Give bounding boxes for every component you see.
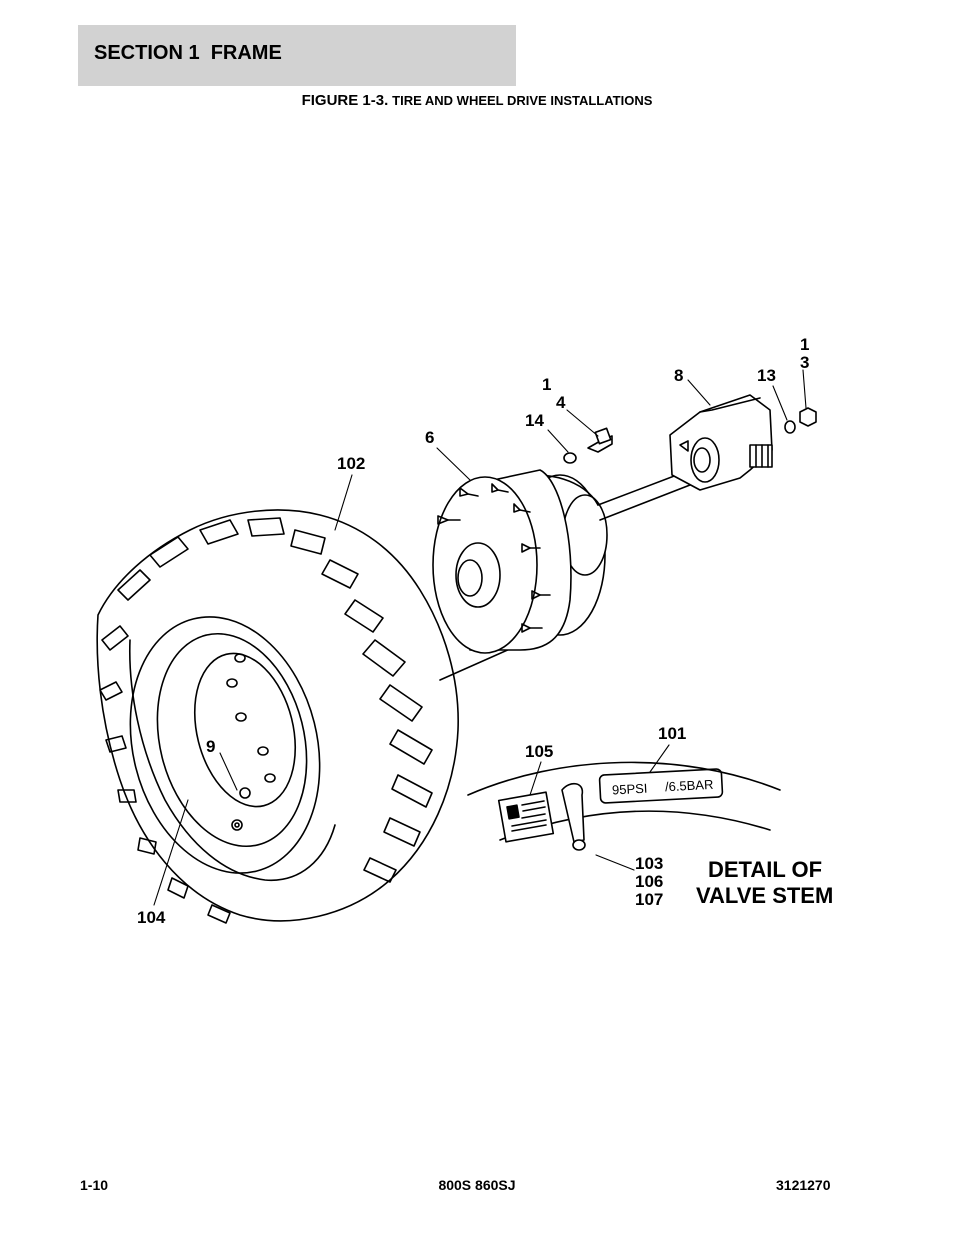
washer-nut-part [784,407,817,434]
callout-107: 107 [635,890,663,909]
figure-title: TIRE AND WHEEL DRIVE INSTALLATIONS [392,93,653,108]
callout-3: 3 [800,353,809,372]
section-title: SECTION 1 FRAME [94,42,282,64]
rim-stamp-psi: 95PSI [612,781,648,798]
figure-caption: FIGURE 1-3. TIRE AND WHEEL DRIVE INSTALL… [0,92,954,109]
callout-1-top: 1 [800,335,809,354]
callout-13: 13 [757,366,776,385]
callout-6: 6 [425,428,434,447]
callout-9: 9 [206,737,215,756]
callout-14: 14 [525,411,544,430]
valve-stem-detail [467,761,781,851]
detail-label-line1: DETAIL OF [708,857,822,882]
callout-8: 8 [674,366,683,385]
callout-106: 106 [635,872,663,891]
tire-illustration [96,509,459,924]
footer-model: 800S 860SJ [438,1177,516,1193]
figure-number: FIGURE 1-3. [301,92,389,109]
callout-105: 105 [525,742,553,761]
callout-102: 102 [337,454,365,473]
footer-page-number: 1-10 [80,1177,109,1193]
callout-1: 1 [542,375,551,394]
bolt-part [563,427,613,464]
detail-label-line2: VALVE STEM [696,883,833,908]
section-header: SECTION 1 FRAME [78,25,516,86]
wheel-drive-hub [432,469,691,654]
hydraulic-motor [669,394,773,491]
rim-stamp-bar: /6.5BAR [665,777,714,795]
callout-4: 4 [556,393,566,412]
callout-103: 103 [635,854,663,873]
footer-doc-number: 3121270 [776,1177,831,1193]
callout-101: 101 [658,724,686,743]
leader-lines [153,369,807,906]
callout-104: 104 [137,908,166,927]
